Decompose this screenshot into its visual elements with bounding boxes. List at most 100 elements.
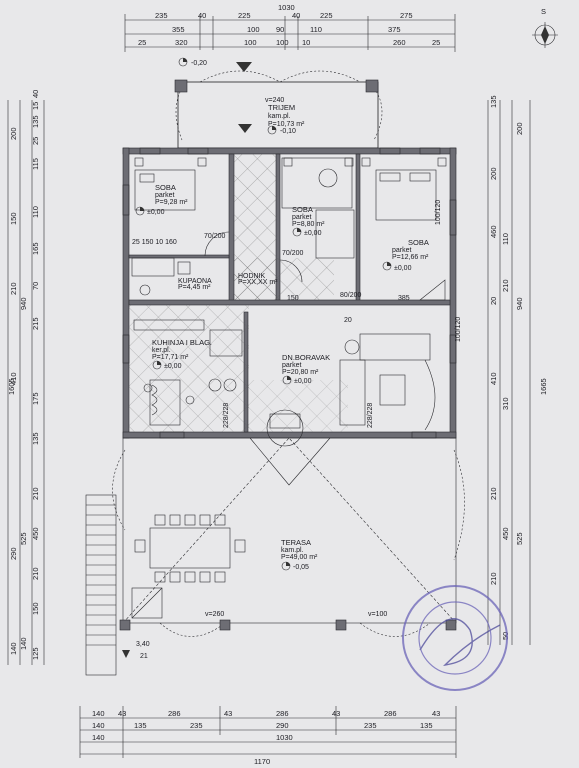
porch-v: v=240	[265, 97, 284, 104]
hall-name: HODNIK	[238, 273, 266, 280]
room3-area: P=12,66 m²	[392, 254, 429, 261]
dim-right-460: 460	[489, 225, 498, 238]
room1-dims: 25 150 10 160	[132, 239, 177, 246]
dim-right-50: 50	[501, 632, 510, 640]
level-mark-entry: -0,20	[178, 57, 207, 67]
living-name: DN.BORAVAK	[282, 353, 330, 362]
room-bedroom-1: SOBA parket P=9,28 m² ±0,00 25 150 10 16…	[132, 157, 230, 257]
dim-left-165: 165	[31, 242, 40, 255]
dim-top-r1-1: 40	[198, 11, 206, 20]
room2-name: SOBA	[292, 205, 313, 214]
dim-bot-r1-5: 43	[332, 709, 340, 718]
dim-left-175: 175	[31, 392, 40, 405]
terrace-340: 3,40	[136, 641, 150, 648]
dim-top-r2-4: 375	[388, 25, 401, 34]
dim-left-290: 290	[9, 547, 18, 560]
dim-right-20: 20	[489, 297, 498, 305]
dim-left-40: 40	[31, 90, 40, 98]
dim-bot-r3-0: 140	[92, 733, 105, 742]
dim-left-25a: 25	[31, 137, 40, 145]
dim-top-r3-5: 260	[393, 38, 406, 47]
room-living: DN.BORAVAK parket P=20,80 m² ±0,00 228/2…	[223, 317, 462, 447]
dim-left-210c: 210	[31, 567, 40, 580]
dim-top-r1-3: 40	[292, 11, 300, 20]
dim-right-525: 525	[515, 532, 524, 545]
porch-floor: kam.pl.	[268, 113, 291, 120]
dim-top-r3-6: 25	[432, 38, 440, 47]
dim-left-70: 70	[31, 282, 40, 290]
kitchen-area: P=17,71 m²	[152, 354, 189, 361]
dim-bot-r2-2: 235	[190, 721, 203, 730]
right-dimension-texts: 1665 200 940 525 135 200 460 110 210 20 …	[489, 95, 548, 640]
dim-top-r3-3: 100	[276, 38, 289, 47]
left-dimension-lines	[7, 100, 45, 665]
dim-right-200: 200	[515, 122, 524, 135]
kitchen-name: KUHINJA I BLAG.	[152, 338, 212, 347]
dim-left-525: 525	[19, 532, 28, 545]
door-80-200: 80/200	[340, 292, 362, 299]
dim-bot-r2-0: 140	[92, 721, 105, 730]
room-bedroom-2: SOBA parket P=8,80 m² ±0,00 70/200	[279, 157, 355, 283]
dim-left-140b: 140	[9, 642, 18, 655]
window-100-120-a: 100/120	[455, 317, 462, 342]
terrace-v100: v=100	[368, 611, 387, 618]
room3-window: 100/120	[435, 200, 442, 225]
hallway-hatch	[129, 154, 348, 432]
north-arrow-icon: S	[532, 7, 558, 48]
terrace-area: P=49,00 m²	[281, 554, 318, 561]
room2-area: P=8,80 m²	[292, 221, 325, 228]
bathroom-area: KUPAONA P=4,45 m² HODNIK P=XX,XX m² 150 …	[131, 257, 362, 324]
dim-right-410: 410	[489, 372, 498, 385]
dim-right-210c: 210	[489, 572, 498, 585]
dim-bot-r1-1: 43	[118, 709, 126, 718]
terrace-name: TERASA	[281, 538, 311, 547]
window-228-a: 228/228	[223, 403, 230, 428]
dim-top-r3-4: 10	[302, 38, 310, 47]
dim-bot-r1-0: 140	[92, 709, 105, 718]
top-dimension-lines: 1030 235 40 225 40 225 275 355 100 90 11…	[124, 3, 456, 52]
hall-area: P=XX,XX m²	[238, 279, 278, 286]
bottom-dimension-texts: 140 43 286 43 286 43 286 43 140 135 235 …	[92, 709, 440, 766]
dim-left-215: 215	[31, 317, 40, 330]
dim-bot-r1-4: 286	[276, 709, 289, 718]
room1-level: ±0,00	[147, 209, 165, 216]
dim-bot-r2-5: 135	[420, 721, 433, 730]
dim-right-200b: 200	[489, 167, 498, 180]
dim-left-110: 110	[31, 206, 40, 218]
dim-top-r1-4: 225	[320, 11, 333, 20]
bottom-dimension-lines	[79, 706, 457, 758]
stairs	[85, 494, 117, 676]
room3-level: ±0,00	[394, 265, 412, 272]
dim-left-450: 450	[31, 527, 40, 540]
dim-bot-r1-2: 286	[168, 709, 181, 718]
bath-area: P=4,45 m²	[178, 284, 211, 291]
room-bedroom-3: SOBA parket P=12,66 m² ±0,00 385 100/120	[361, 157, 447, 302]
dim-top-r1-5: 275	[400, 11, 413, 20]
terrace-21: 21	[140, 653, 148, 660]
dim-top-r3-0: 25	[138, 38, 146, 47]
dim-left-150b: 150	[31, 602, 40, 615]
dim-left-135: 135	[31, 115, 40, 128]
axis-marker-icon	[236, 62, 252, 72]
room3-floor: parket	[392, 247, 412, 254]
porch-trijem: v=240 TRIJEM kam.pl. P=10,73 m² -0,10	[174, 70, 383, 149]
dim-left-940: 940	[19, 297, 28, 310]
bath-name: KUPAONA	[178, 278, 212, 285]
dim-right-210: 210	[501, 279, 510, 292]
dim-top-r3-2: 100	[244, 38, 257, 47]
hall-20: 20	[344, 317, 352, 324]
room2-level: ±0,00	[304, 230, 322, 237]
terrace-floor: kam.pl.	[281, 547, 304, 554]
dim-top-r3-1: 320	[175, 38, 188, 47]
dim-right-450: 450	[501, 527, 510, 540]
terrace-v260: v=260	[205, 611, 224, 618]
dim-bot-r2-3: 290	[276, 721, 289, 730]
room-kitchen: KUHINJA I BLAG. ker.pl. P=17,71 m² ±0,00	[133, 319, 243, 426]
kitchen-level: ±0,00	[164, 363, 182, 370]
right-dimension-lines	[487, 100, 531, 645]
room3-name: SOBA	[408, 238, 429, 247]
dim-bot-r2-1: 135	[134, 721, 147, 730]
porch-level: -0,10	[280, 128, 296, 135]
dim-right-outer: 1665	[539, 378, 548, 395]
